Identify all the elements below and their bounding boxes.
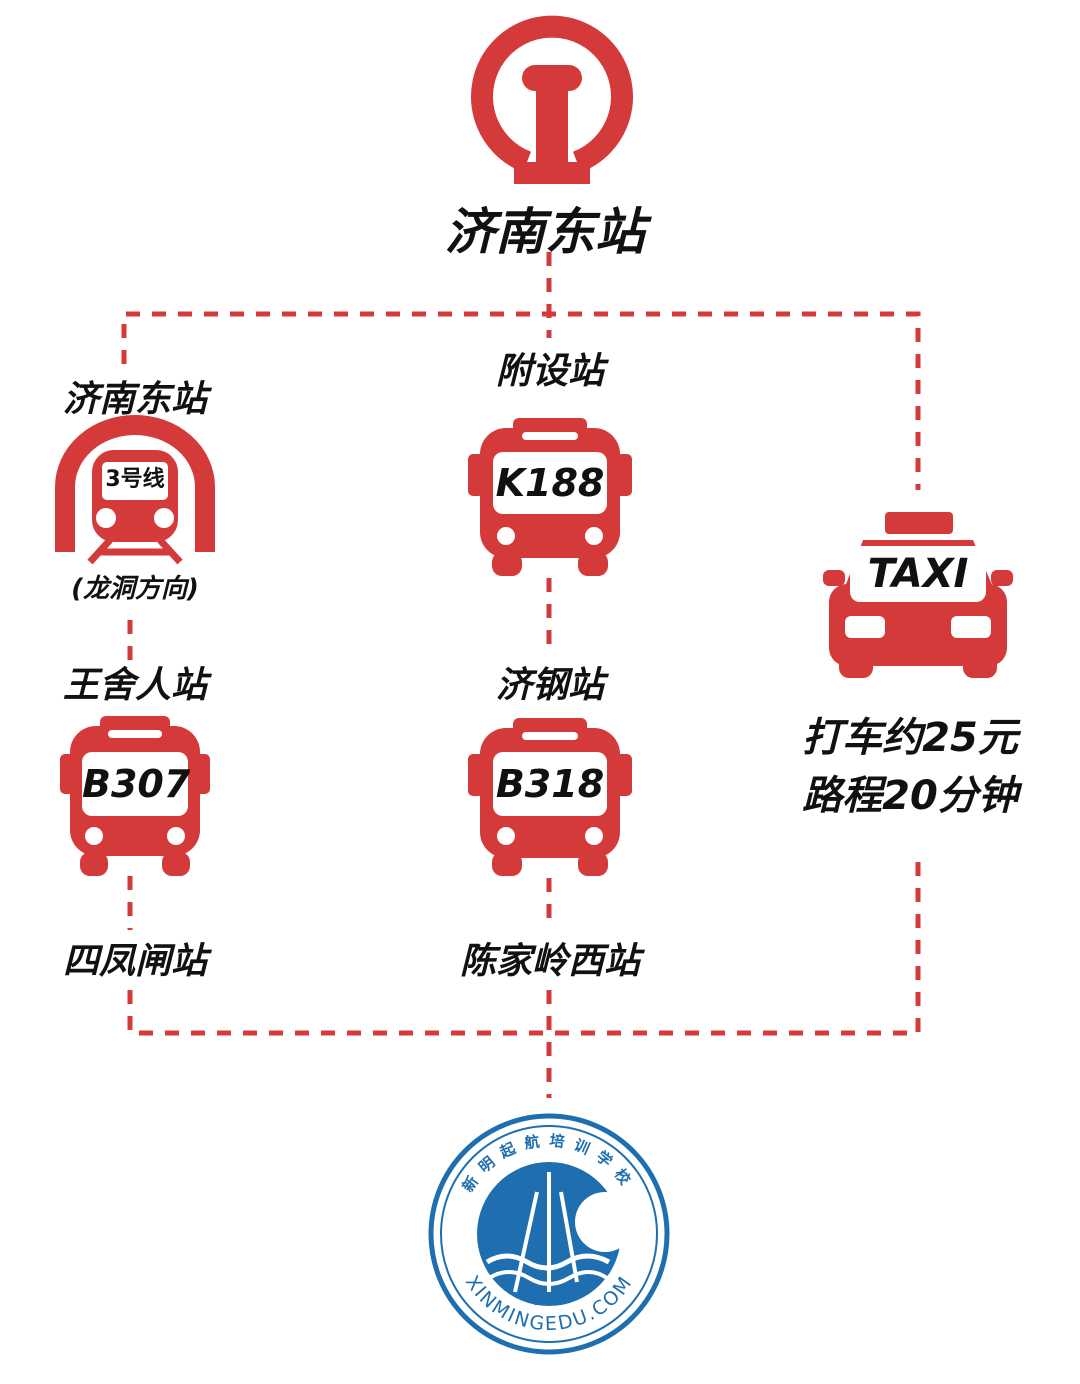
taxi-duration: 路程20分钟: [802, 773, 1018, 819]
svg-text:新明起航培训学校: 新明起航培训学校: [459, 1131, 640, 1195]
metro-transfer-stop: 王舍人站: [62, 665, 207, 706]
bus-plate-b318: B318: [493, 752, 607, 816]
bus-plate-b307: B307: [82, 752, 190, 816]
taxi-sign: TAXI: [850, 546, 986, 602]
bus-plate-k188: K188: [493, 452, 607, 514]
metro-icon: [55, 415, 215, 565]
xinming-school-logo: [428, 1113, 670, 1355]
metro-route-end-stop: 四凤闸站: [62, 941, 207, 982]
metro-start-stop: 济南东站: [62, 379, 207, 420]
metro-line-label: 3号线: [105, 467, 165, 492]
metro-direction: (龙洞方向): [71, 574, 199, 604]
school-year: 2008: [534, 1294, 565, 1308]
bus-transfer-stop: 济钢站: [495, 665, 604, 706]
origin-station-title: 济南东站: [445, 203, 645, 261]
school-arc-text: 新明起航培训学校: [459, 1131, 631, 1195]
china-railway-logo-icon: [471, 15, 633, 184]
bus-route-end-stop: 陈家岭西站: [459, 941, 640, 982]
bus-start-stop: 附设站: [495, 351, 604, 392]
taxi-fare: 打车约25元: [802, 715, 1018, 761]
school-logo-text: 新明起航培训学校 XINMINGEDU.COM 2008: [459, 1131, 640, 1335]
